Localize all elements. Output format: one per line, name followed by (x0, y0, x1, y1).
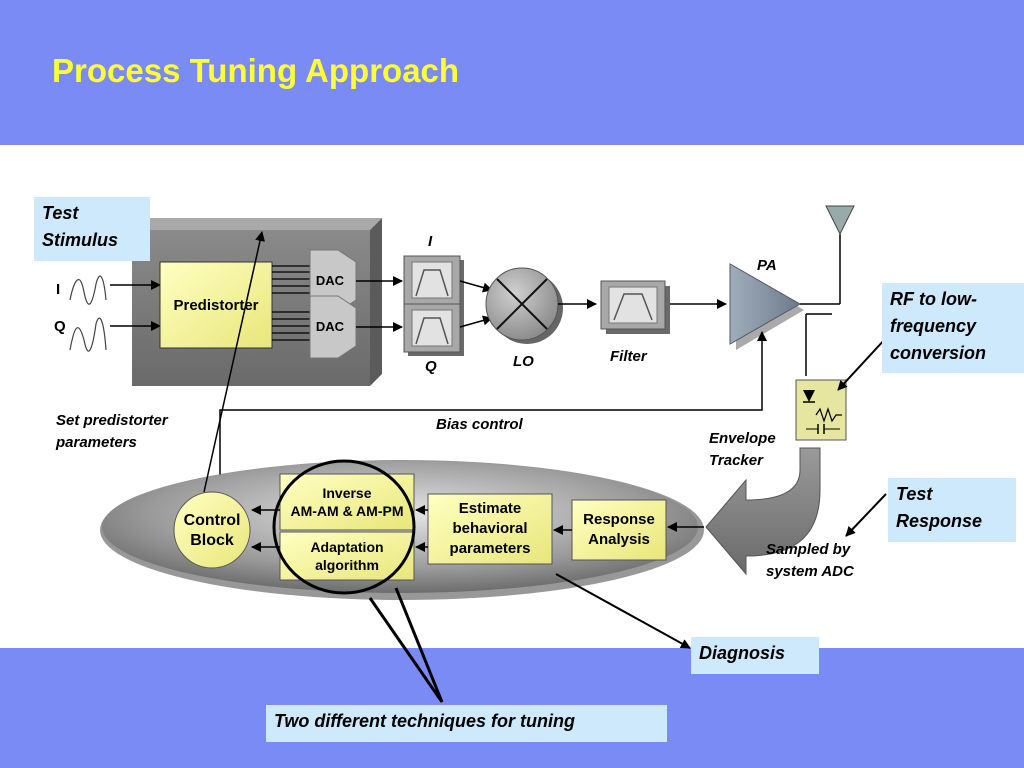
test-stimulus-line2: Stimulus (42, 230, 119, 250)
envelope-tracker-line2: Tracker (709, 452, 763, 469)
predistorter-block (159, 261, 273, 349)
inverse-line2: AM-AM & AM-PM (290, 503, 404, 519)
estimate-line2: behavioral (452, 520, 528, 537)
adaptation-line2: algorithm (315, 557, 379, 573)
dac-bottom-shape (309, 295, 357, 359)
set-predistorter-line2: parameters (56, 434, 137, 451)
waveform-i (69, 275, 107, 305)
response-analysis-label: Response Analysis (572, 500, 666, 560)
diagnosis-callout: Diagnosis (691, 637, 819, 674)
bias-control-label: Bias control (436, 416, 523, 433)
adaptation-label: Adaptation algorithm (280, 532, 414, 580)
sampled-by-line1: Sampled by (766, 541, 851, 558)
test-response-line2: Response (896, 511, 983, 531)
pa-label: PA (757, 257, 777, 274)
techniques-highlight (272, 459, 416, 595)
envelope-tracker-label: Envelope Tracker (709, 428, 776, 472)
inverse-line1: Inverse (322, 485, 372, 501)
pa-triangle (729, 263, 802, 345)
two-techniques-callout: Two different techniques for tuning (266, 705, 667, 742)
control-block-line1: Control (183, 512, 241, 529)
estimate-label: Estimate behavioral parameters (428, 494, 552, 564)
control-block-circle (173, 491, 251, 569)
test-response-callout: Test Response (888, 478, 1016, 542)
filter-label: Filter (610, 348, 647, 365)
return-arrow (705, 447, 821, 576)
control-block-label: Control Block (174, 510, 250, 552)
platform-side (370, 218, 382, 386)
header-band (0, 0, 1024, 145)
rf-conversion-callout: RF to low- frequency conversion (882, 283, 1024, 373)
rf-conversion-line2: frequency (890, 316, 977, 336)
test-stimulus-callout: Test Stimulus (34, 197, 150, 261)
input-i-label: I (56, 281, 61, 298)
set-predistorter-line1: Set predistorter (56, 412, 168, 429)
slide-title: Process Tuning Approach (52, 52, 460, 89)
response-analysis-line2: Analysis (588, 531, 650, 548)
inverse-box (279, 473, 415, 531)
antenna (825, 205, 855, 236)
input-q-label: Q (54, 318, 66, 335)
waveform-q (69, 317, 107, 352)
sampled-by-label: Sampled by system ADC (766, 539, 854, 583)
inverse-label: Inverse AM-AM & AM-PM (280, 474, 414, 530)
predistorter-label: Predistorter (173, 296, 259, 314)
sampled-by-line2: system ADC (766, 563, 854, 580)
response-analysis-box (571, 499, 667, 561)
test-response-line1: Test (896, 484, 933, 504)
estimate-line1: Estimate (458, 500, 522, 517)
rf-conversion-line3: conversion (890, 343, 987, 363)
mixer-i-label: I (428, 233, 433, 250)
adaptation-line1: Adaptation (310, 539, 384, 555)
platform-top (148, 218, 382, 230)
estimate-line3: parameters (449, 540, 531, 557)
control-block-line2: Block (190, 532, 234, 549)
response-analysis-line1: Response (583, 511, 655, 528)
lo-label: LO (513, 353, 534, 370)
dac-top-label: DAC (315, 272, 345, 288)
envelope-tracker-line1: Envelope (709, 430, 776, 447)
rf-conversion-line1: RF to low- (890, 289, 977, 309)
set-predistorter-label: Set predistorter parameters (56, 410, 168, 454)
mixer-q-label: Q (425, 358, 437, 375)
estimate-box (427, 493, 553, 565)
test-stimulus-line1: Test (42, 203, 79, 223)
dac-bottom-label: DAC (315, 318, 345, 334)
